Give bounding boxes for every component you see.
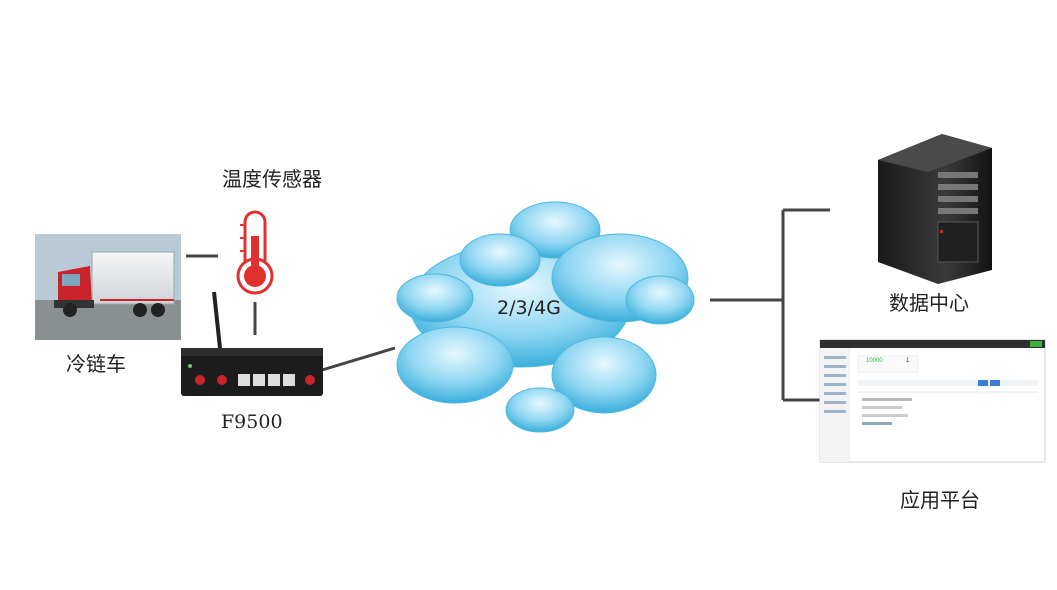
app-platform-label: 应用平台: [900, 488, 980, 512]
router-cloud-line: [321, 346, 396, 372]
app-platform-screenshot: [819, 339, 1046, 463]
cloud-cluster-icon: [396, 201, 695, 433]
platform-kpi-value: 10000: [866, 358, 883, 364]
data-center-label: 数据中心: [889, 291, 969, 315]
network-label: 2/3/4G: [497, 297, 561, 319]
server-icon: [878, 134, 992, 284]
thermometer-icon: [236, 210, 274, 295]
router-label: F9500: [221, 411, 283, 433]
platform-kpi-small: 1: [906, 358, 910, 364]
temp-sensor-label: 温度传感器: [222, 167, 322, 191]
truck-label: 冷链车: [66, 352, 126, 376]
connector-lines: [186, 208, 830, 402]
truck-photo: [35, 234, 181, 340]
router-device-icon: [181, 291, 323, 396]
